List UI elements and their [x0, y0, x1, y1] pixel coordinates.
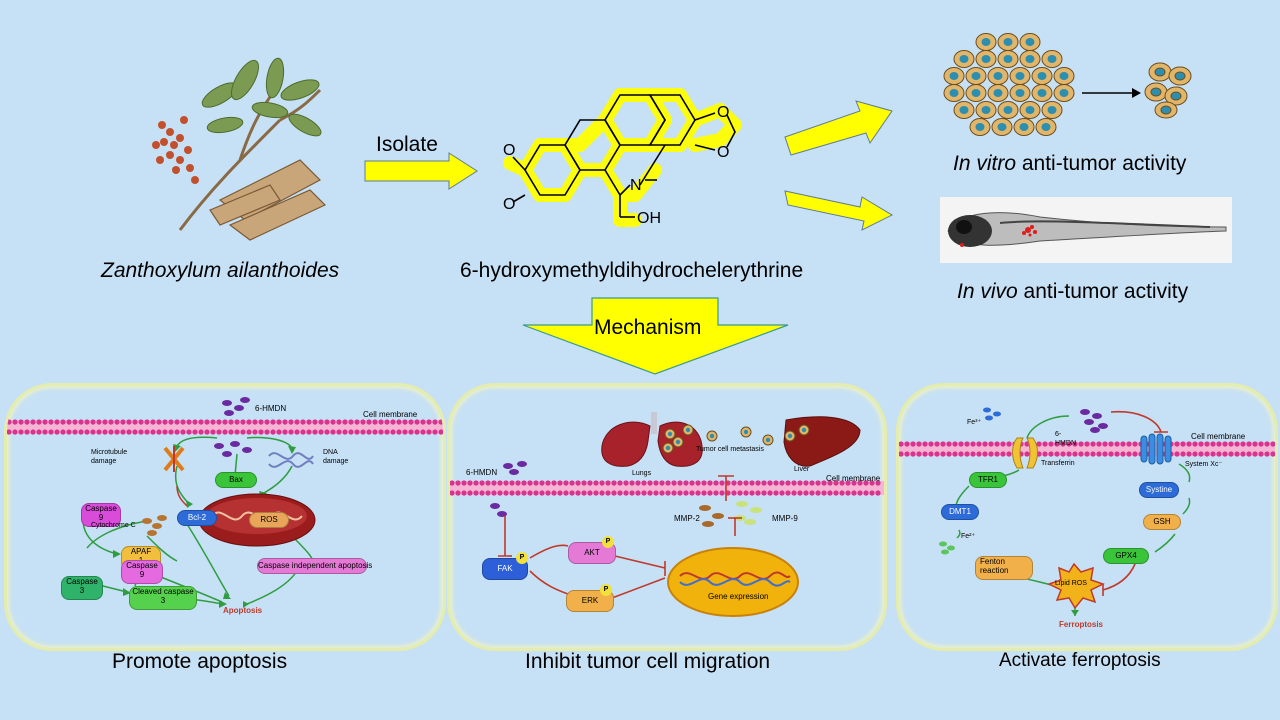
migration-drug-label: 6-HMDN [466, 468, 498, 477]
tfr1-node: TFR1 [969, 472, 1007, 488]
atom-oh: OH [637, 210, 661, 227]
mechanism-label: Mechanism [594, 316, 702, 339]
ferroptosis-outcome-label: Ferroptosis [1059, 620, 1104, 629]
cleaved-caspase3-node: Cleaved caspase 3 [129, 586, 197, 610]
system-xc-label: System Xc⁻ [1185, 461, 1223, 468]
akt-phospho-badge: P [602, 536, 614, 548]
migration-membrane-label: Cell membrane [826, 474, 881, 483]
migration-diagram [450, 412, 884, 617]
gpx4-node: GPX4 [1103, 548, 1149, 564]
invitro-rest: anti-tumor activity [1016, 152, 1187, 175]
atom-o3: O [717, 104, 729, 121]
bax-node: Bax [215, 472, 257, 488]
invitro-italic: In vitro [953, 152, 1017, 175]
apoptosis-membrane-label: Cell membrane [363, 410, 418, 419]
invivo-arrow [784, 190, 894, 231]
atom-n: N [630, 177, 642, 194]
atom-o4: O [717, 144, 729, 161]
caspase-independent-node: Caspase independent apoptosis [257, 558, 372, 574]
erk-phospho-badge: P [600, 584, 612, 596]
mmp2-label: MMP-2 [674, 514, 700, 523]
transferrin-label: Transferrin [1041, 460, 1075, 467]
dmt1-node: DMT1 [941, 504, 979, 520]
invitro-caption: In vitro anti-tumor activity [953, 152, 1186, 176]
cluster-arrow [1082, 88, 1141, 98]
zanthoxylum-plant-illustration [152, 57, 327, 241]
apoptosis-caption: Promote apoptosis [112, 650, 288, 673]
tumor-cell-cluster-small [1144, 62, 1192, 119]
erk-node: ERK [566, 590, 614, 612]
plant-name-label: Zanthoxylum ailanthoides [101, 259, 340, 282]
microtubule-label: Microtubule damage [91, 449, 128, 465]
isolate-arrow [364, 152, 478, 190]
fe2-label: Fe²⁺ [961, 533, 976, 540]
compound-structure: O O O O N OH [503, 88, 742, 227]
fak-phospho-badge: P [516, 552, 528, 564]
cytochrome-label: Cytochrome C [91, 522, 136, 529]
ferroptosis-panel: Fe³⁺ 6- HMDN Cell membrane Transferrin S… [896, 383, 1278, 651]
mmp9-label: MMP-9 [772, 514, 798, 523]
mechanism-arrow [522, 297, 789, 375]
gsh-node: GSH [1143, 514, 1181, 530]
invivo-caption: In vivo anti-tumor activity [957, 280, 1188, 304]
caspase3-node: Caspase 3 [61, 576, 103, 600]
dna-damage-label: DNA damage [323, 449, 349, 465]
ferroptosis-membrane-label: Cell membrane [1191, 432, 1246, 441]
caspase9-bottom-node: Caspase 9 [121, 560, 163, 584]
apoptosis-diagram [7, 397, 443, 608]
systine-node: Systine [1139, 482, 1179, 498]
ros-node: ROS [249, 512, 289, 528]
fe3-label: Fe³⁺ [967, 419, 982, 426]
akt-node: AKT [568, 542, 616, 564]
atom-o1: O [503, 142, 515, 159]
lipid-ros-label: Lipid ROS [1055, 580, 1087, 587]
ferroptosis-diagram [899, 407, 1275, 616]
gene-expression-label: Gene expression [708, 592, 769, 601]
liver-label: Liver [794, 466, 810, 473]
isolate-label: Isolate [376, 133, 438, 156]
fak-node: FAK [482, 558, 528, 580]
migration-panel: Lungs Tumor cell metastasis Liver 6-HMDN… [447, 383, 887, 651]
apoptosis-drug-label: 6-HMDN [255, 404, 287, 413]
lungs-label: Lungs [632, 470, 652, 477]
compound-name-label: 6-hydroxymethyldihydrochelerythrine [460, 259, 804, 282]
invitro-arrow [784, 100, 893, 156]
zebrafish-image [940, 197, 1232, 263]
invivo-rest: anti-tumor activity [1017, 280, 1189, 303]
ferroptosis-drug-label: 6- HMDN [1055, 431, 1076, 447]
migration-caption: Inhibit tumor cell migration [525, 650, 771, 673]
ferroptosis-caption: Activate ferroptosis [999, 650, 1161, 671]
caspase9-top-node: Caspase 9 [81, 503, 121, 527]
fenton-node: Fenton reaction [975, 556, 1033, 580]
metastasis-label: Tumor cell metastasis [696, 446, 764, 453]
bcl2-node: Bcl-2 [177, 510, 217, 526]
invivo-italic: In vivo [957, 280, 1018, 303]
apoptosis-outcome-label: Apoptosis [223, 606, 263, 615]
tumor-cell-cluster-large [943, 33, 1075, 136]
apoptosis-panel: 6-HMDN Cell membrane Microtubule damage … [4, 383, 446, 651]
atom-o2: O [503, 196, 515, 213]
